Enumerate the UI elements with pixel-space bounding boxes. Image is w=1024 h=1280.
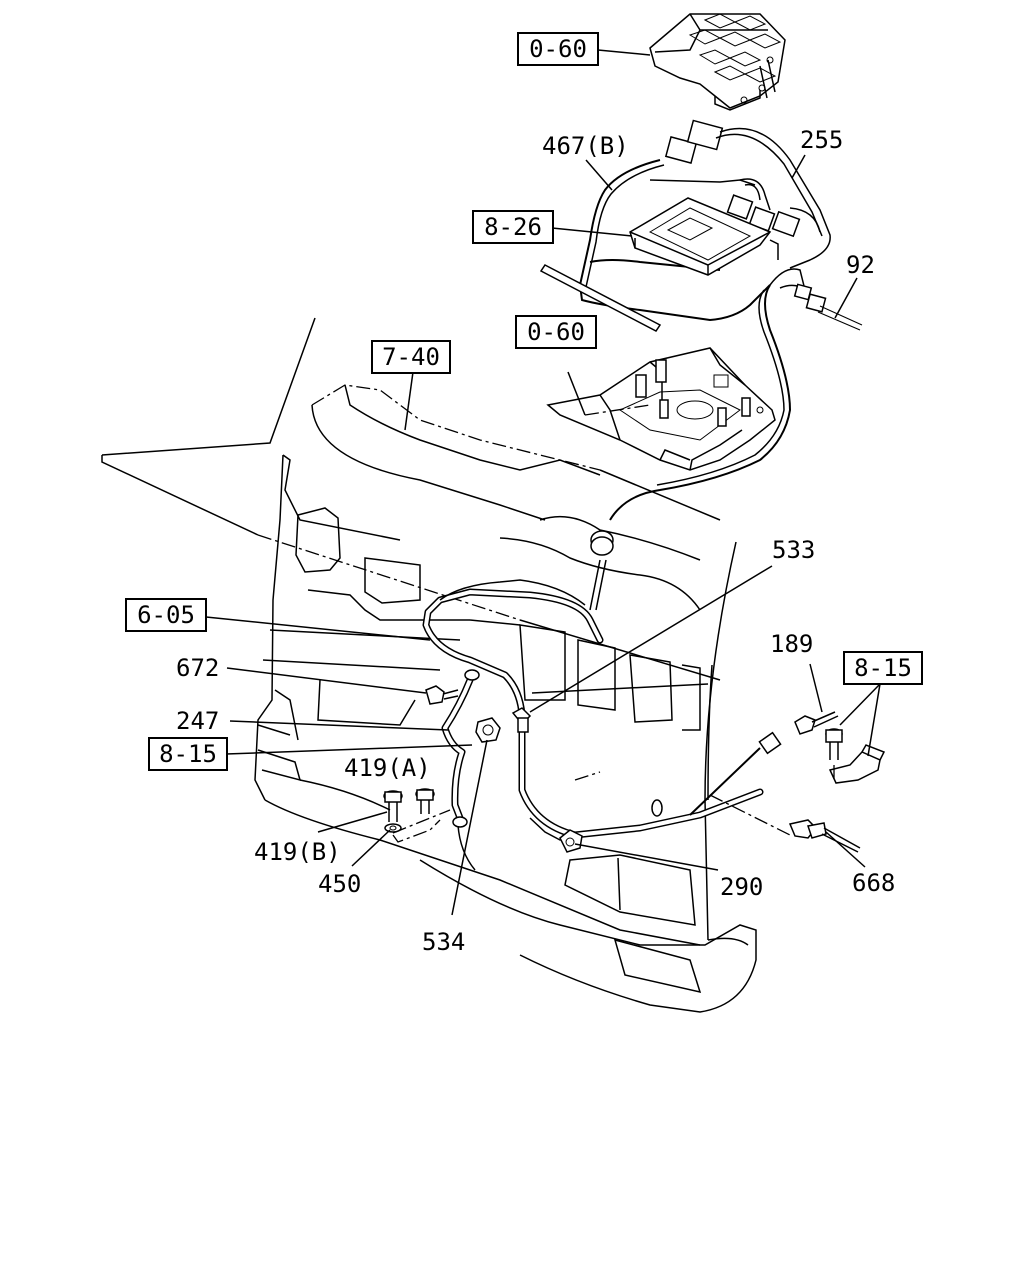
part-label-533: 533 [772,536,815,564]
right-bracket-815-drawing [825,728,886,784]
part-label-419a: 419(A) [344,754,431,782]
hose-assembly-drawing [422,579,839,853]
part-label-668: 668 [852,869,895,897]
leader-826 [551,227,633,237]
leader-060-top [597,49,651,56]
wiring-harness-upper [578,119,863,611]
part-label-255: 255 [800,126,843,154]
part-label-419b: 419(B) [254,838,341,866]
part-label-534: 534 [422,928,465,956]
part-label-189: 189 [770,630,813,658]
ref-label-815-left: 8-15 [159,740,217,768]
cab-front-drawing [101,317,757,1013]
ref-box-605: 6-05 [125,598,207,632]
top-bracket-drawing [649,13,786,111]
ref-box-060-mid: 0-60 [515,315,597,349]
ref-label-826: 8-26 [484,213,542,241]
mid-bracket-drawing [546,347,776,471]
ecu-module-drawing [629,197,779,276]
part-label-290: 290 [720,873,763,901]
ref-label-740: 7-40 [382,343,440,371]
bolts-419-group [383,788,441,843]
part-label-450: 450 [318,870,361,898]
ref-box-815-right: 8-15 [843,651,923,685]
ref-box-815-left: 8-15 [148,737,228,771]
part-label-247: 247 [176,707,219,735]
bracket-668-drawing [709,794,861,853]
part-label-467b: 467(B) [542,132,629,160]
leader-060-mid-dash [584,404,651,416]
ref-label-605: 6-05 [137,601,195,629]
strip-part [539,264,662,332]
ref-label-060-top: 0-60 [529,35,587,63]
ref-box-826: 8-26 [472,210,554,244]
part-label-672: 672 [176,654,219,682]
leader-lines [205,154,881,916]
part-label-92: 92 [846,251,875,279]
ref-box-060-top: 0-60 [517,32,599,66]
ref-box-740: 7-40 [371,340,451,374]
ref-label-815-right: 8-15 [854,654,912,682]
leader-060-mid [567,371,586,416]
ref-label-060-mid: 0-60 [527,318,585,346]
